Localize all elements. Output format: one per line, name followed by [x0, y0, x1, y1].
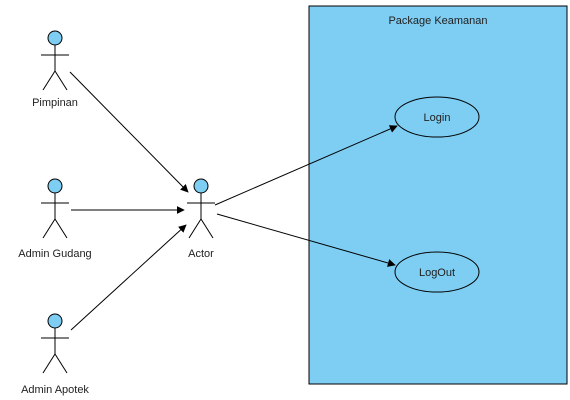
package-keamanan[interactable]: Package Keamanan	[308, 5, 568, 385]
actor-head	[47, 30, 63, 46]
association-actor-to-login	[214, 125, 398, 206]
use-case-label-logout: LogOut	[419, 267, 455, 279]
stick-figure-icon	[187, 178, 215, 239]
actor-pimpinan[interactable]: Pimpinan	[32, 30, 78, 109]
actor-label-actor: Actor	[188, 248, 214, 260]
use-case-login[interactable]: Login	[394, 96, 480, 138]
use-case-logout[interactable]: LogOut	[394, 251, 480, 293]
use-case-label-login: Login	[424, 112, 451, 124]
association-actor-to-logout	[216, 213, 396, 267]
actor-head	[47, 313, 63, 329]
actor-head	[193, 178, 209, 194]
stick-figure-icon	[41, 30, 69, 91]
use-case-ellipse	[394, 251, 480, 293]
actor-admin-gudang[interactable]: Admin Gudang	[18, 178, 92, 260]
association-pimpinan-to-actor	[69, 71, 189, 193]
actor-head	[47, 178, 63, 194]
use-case-ellipse	[394, 96, 480, 138]
stick-figure-icon	[41, 313, 69, 374]
association-admin-apotek-to-actor	[70, 224, 187, 331]
package-title: Package Keamanan	[388, 15, 487, 27]
actor-actor[interactable]: Actor	[187, 178, 215, 260]
actor-label-pimpinan: Pimpinan	[32, 97, 78, 109]
actor-label-admin-gudang: Admin Gudang	[18, 248, 91, 260]
package-boundary	[308, 5, 568, 385]
actor-label-admin-apotek: Admin Apotek	[21, 384, 89, 396]
stick-figure-icon	[41, 178, 69, 239]
actor-admin-apotek[interactable]: Admin Apotek	[21, 313, 89, 396]
associations	[69, 71, 398, 331]
